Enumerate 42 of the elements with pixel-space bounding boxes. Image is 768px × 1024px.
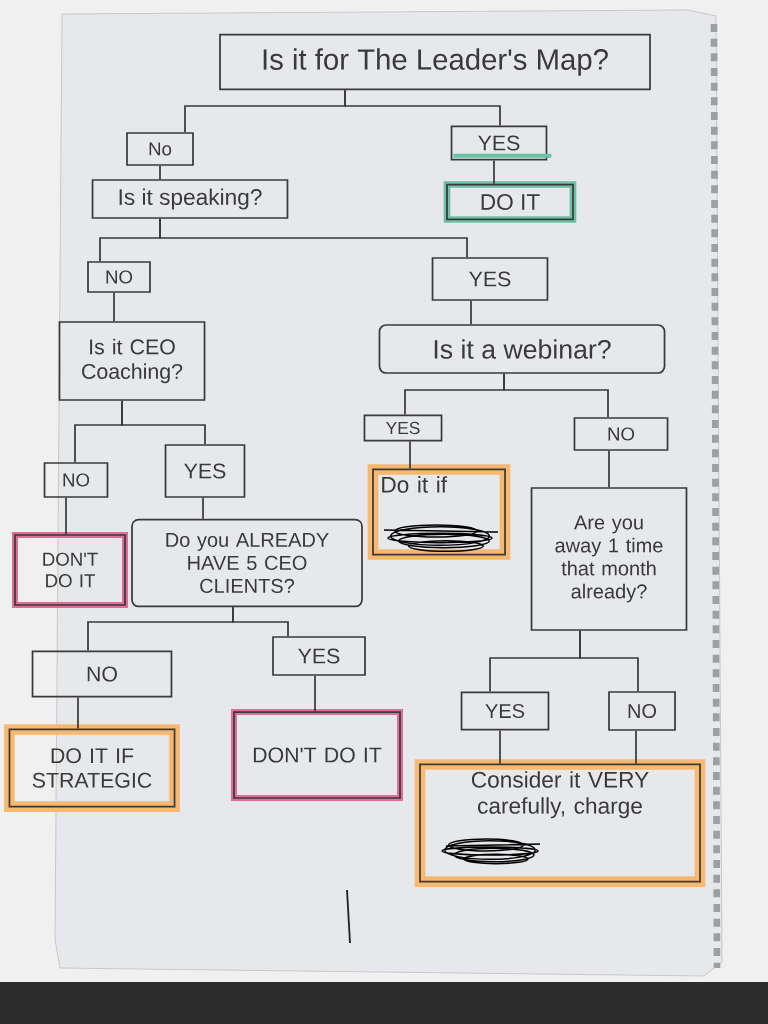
connector-line [202, 497, 204, 520]
outcome-box: DO IT IF STRATEGIC [4, 724, 180, 812]
question-box: Is it for The Leader's Map? [219, 33, 651, 91]
answer-box: YES [460, 691, 550, 731]
answer-box: NO [87, 261, 151, 293]
outcome-box: DON'T DO IT [12, 532, 128, 608]
answer-box: YES [450, 125, 552, 161]
answer-box: YES [363, 414, 443, 442]
question-box: Is it a webinar? [378, 324, 666, 374]
question-box: Are you away 1 time that month already? [530, 487, 688, 631]
connector-line [635, 730, 637, 765]
connector-line [113, 292, 115, 322]
question-box: Do you ALREADY HAVE 5 CEO CLIENTS? [131, 518, 363, 608]
connector-line [470, 300, 472, 325]
outcome-box: DON'T DO IT [231, 709, 403, 801]
answer-box: NO [43, 462, 109, 498]
question-box: Is it speaking? [91, 179, 289, 219]
connector-line [503, 373, 609, 418]
answer-box: NO [608, 691, 676, 731]
connector-line [232, 606, 289, 637]
connector-line [314, 675, 316, 712]
answer-box: YES [431, 257, 549, 301]
answer-box: NO [573, 417, 669, 451]
connector-line [159, 218, 468, 258]
connector-line [121, 400, 206, 445]
connector-line [499, 729, 501, 765]
question-box: Is it CEO Coaching? [58, 321, 206, 401]
connector-line [65, 497, 67, 535]
connector-line [608, 450, 610, 488]
answer-box: NO [31, 650, 173, 698]
outcome-box: Do it if [367, 464, 511, 560]
answer-box: YES [164, 444, 246, 498]
connector-line [159, 165, 161, 180]
outcome-box: Consider it VERY carefully, charge [414, 759, 706, 887]
connector-line [493, 159, 495, 185]
connector-line [344, 89, 501, 127]
answer-box: No [126, 132, 194, 166]
answer-box: YES [272, 636, 366, 676]
connector-line [409, 440, 411, 470]
connector-line [579, 630, 639, 692]
outcome-box: DO IT [443, 181, 577, 223]
connector-line [77, 696, 79, 730]
